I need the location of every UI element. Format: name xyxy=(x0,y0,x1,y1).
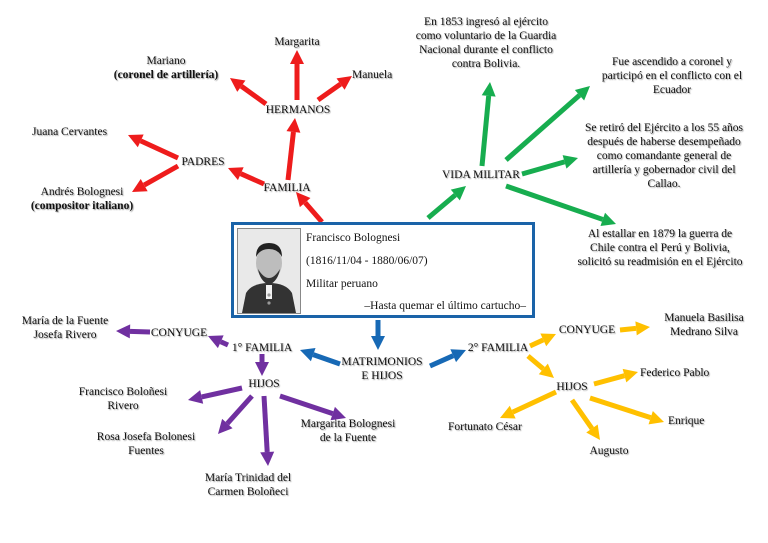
arrow-hijos-to-fortunato xyxy=(500,389,558,419)
second-conyuge-name: Manuela Basilisa Medrano Silva xyxy=(664,312,744,338)
center-dates: (1816/11/04 - 1880/06/07) xyxy=(306,255,428,267)
first-child-4: Margarita Bolognesi de la Fuente xyxy=(300,418,396,444)
arrow-hijos-to-enrique xyxy=(589,395,664,425)
second-child-3: Enrique xyxy=(668,415,705,427)
arrow-marriages-to-second xyxy=(428,349,466,369)
arrow-hijos-to-federico xyxy=(593,368,638,387)
military-item-3: Se retiró del Ejército a los 55 años des… xyxy=(584,122,744,190)
military-item-1: En 1853 ingresó al ejército como volunta… xyxy=(415,16,557,70)
arrow-family-to-padres xyxy=(228,167,266,187)
andres-label: Andrés Bolognesi (compositor italiano) xyxy=(12,185,152,213)
first-family-label: 1° FAMILIA xyxy=(231,342,293,354)
first-child-1: Francisco Boloñesi Rivero xyxy=(78,386,168,412)
arrow-military-to-item4 xyxy=(505,183,616,227)
margarita-label: Margarita xyxy=(274,36,320,48)
military-item-4: Al estallar en 1879 la guerra de Chile c… xyxy=(577,228,743,268)
military-label: VIDA MILITAR xyxy=(442,169,520,181)
arrow-hermanos-to-manuela xyxy=(316,76,352,103)
first-conyuge-name: María de la Fuente Josefa Rivero xyxy=(21,315,109,341)
first-child-3: María Trinidad del Carmen Boloñeci xyxy=(204,472,292,498)
andres-name: Andrés Bolognesi xyxy=(40,186,124,198)
mariano-label: Mariano (coronel de artillería) xyxy=(96,54,236,82)
arrow-first-to-hijos xyxy=(255,354,269,376)
arrow-center-to-marriages xyxy=(371,320,385,350)
family-label: FAMILIA xyxy=(263,182,311,194)
center-info-box: Francisco Bolognesi (1816/11/04 - 1880/0… xyxy=(231,222,535,318)
second-hijos-label: HIJOS xyxy=(556,381,588,393)
center-name: Francisco Bolognesi xyxy=(306,232,401,244)
arrow-second-to-conyuge xyxy=(528,333,556,349)
mariano-note: (coronel de artillería) xyxy=(113,69,219,81)
arrow-hijos-to-child3 xyxy=(260,395,275,466)
arrow-center-to-military xyxy=(426,186,466,220)
first-hijos-label: HIJOS xyxy=(248,378,280,390)
arrow-conyuge-to-name-2 xyxy=(619,321,650,336)
arrow-family-to-hermanos xyxy=(285,118,301,181)
center-quote: –Hasta quemar el último cartucho– xyxy=(364,300,526,312)
second-child-2: Augusto xyxy=(589,445,629,457)
arrow-hermanos-to-margarita xyxy=(290,50,304,100)
second-child-4: Federico Pablo xyxy=(640,367,710,379)
arrow-military-to-item1 xyxy=(479,82,496,167)
first-conyuge-label: CONYUGE xyxy=(150,327,208,339)
mariano-name: Mariano xyxy=(146,55,186,67)
arrow-padres-to-juana xyxy=(128,134,180,161)
hermanos-label: HERMANOS xyxy=(265,104,331,116)
marriages-label: MATRIMONIOS E HIJOS xyxy=(341,356,423,382)
arrow-center-to-family xyxy=(296,192,324,224)
arrow-hermanos-to-mariano xyxy=(230,78,268,107)
manuela-label: Manuela xyxy=(352,69,393,81)
arrow-hijos-to-child4 xyxy=(279,393,346,421)
arrow-hijos-to-child2 xyxy=(218,394,254,434)
arrow-conyuge-to-name xyxy=(116,324,151,339)
center-role: Militar peruano xyxy=(306,278,378,290)
second-conyuge-label: CONYUGE xyxy=(558,324,616,336)
arrow-military-to-item3 xyxy=(521,155,578,177)
arrow-marriages-to-first xyxy=(300,348,341,367)
second-family-label: 2° FAMILIA xyxy=(467,342,529,354)
arrow-first-to-conyuge xyxy=(208,335,230,349)
padres-label: PADRES xyxy=(181,156,225,168)
second-child-1: Fortunato César xyxy=(448,421,522,433)
andres-note: (compositor italiano) xyxy=(30,200,134,212)
arrow-second-to-hijos xyxy=(526,354,554,378)
arrow-hijos-to-child1 xyxy=(188,385,243,404)
juana-label: Juana Cervantes xyxy=(32,126,108,138)
first-child-2: Rosa Josefa Bolonesi Fuentes xyxy=(96,431,196,457)
arrow-hijos-to-augusto xyxy=(569,398,600,440)
arrow-military-to-item2 xyxy=(504,86,590,162)
portrait-icon xyxy=(237,228,301,314)
military-item-2: Fue ascendido a coronel y participó en e… xyxy=(601,56,743,96)
arrow-padres-to-andres xyxy=(132,163,180,192)
